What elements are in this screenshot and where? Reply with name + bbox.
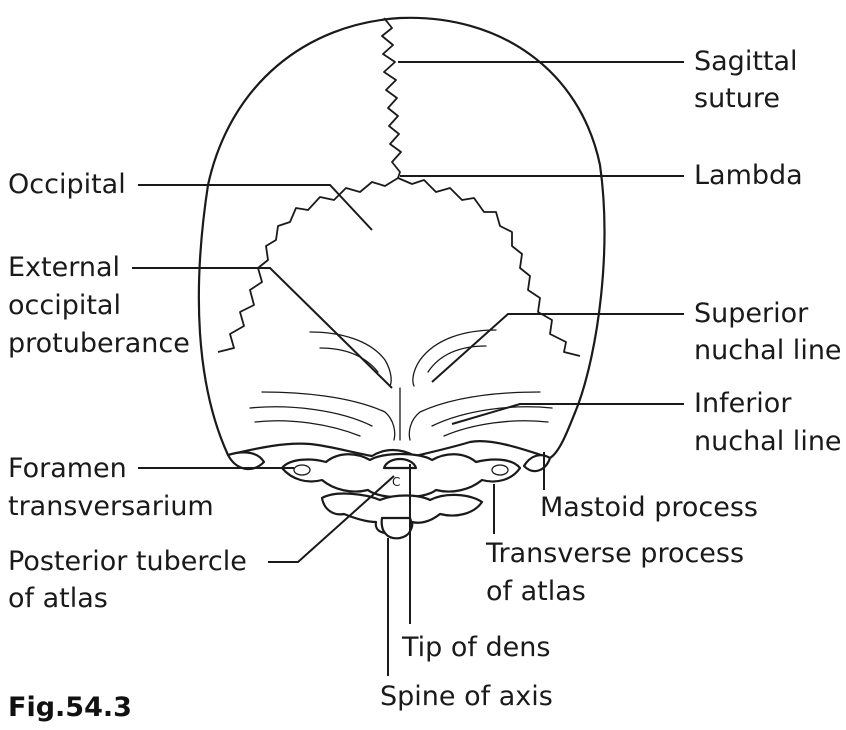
foramen-transversarium-left (293, 464, 311, 476)
label-posterior-tubercle-1: Posterior tubercle (8, 546, 247, 577)
label-superior-nuchal-2: nuchal line (694, 335, 842, 366)
inferior-detail-1 (249, 406, 373, 427)
inferior-detail-3 (254, 420, 361, 437)
leader-superior-nuchal (431, 313, 684, 383)
inferior-detail-4 (443, 420, 549, 437)
nuchal-detail-2 (427, 345, 487, 373)
label-tip-of-dens: Tip of dens (401, 632, 550, 663)
label-foramen-transversarium-2: transversarium (8, 491, 214, 522)
label-occipital: Occipital (8, 169, 126, 200)
inferior-nuchal-line-left (261, 391, 396, 441)
leader-occipital (138, 184, 373, 231)
inferior-nuchal-line-right (408, 391, 541, 441)
superior-nuchal-line-right (412, 329, 497, 387)
small-mark: C (392, 475, 400, 489)
label-inferior-nuchal-1: Inferior (694, 388, 792, 419)
foramen-transversarium-right (491, 464, 509, 476)
sagittal-suture-line (381, 17, 402, 179)
leader-ext-occ-protuberance (132, 267, 393, 389)
label-transverse-process-1: Transverse process (485, 538, 744, 569)
label-foramen-transversarium-1: Foramen (8, 453, 127, 484)
nuchal-detail-1 (319, 347, 379, 373)
dens (382, 457, 418, 470)
label-transverse-process-2: of atlas (486, 576, 586, 607)
skull-outline (197, 16, 606, 460)
label-ext-occ-protuberance-3: protuberance (8, 328, 190, 359)
label-inferior-nuchal-2: nuchal line (694, 426, 842, 457)
label-lambda: Lambda (694, 160, 803, 191)
label-ext-occ-protuberance-1: External (8, 252, 120, 283)
lambdoid-suture-line-right (397, 177, 581, 357)
spine-of-axis-shape (380, 516, 413, 540)
label-sagittal-suture-2: suture (694, 83, 780, 114)
mastoid-left (226, 451, 266, 471)
label-posterior-tubercle-2: of atlas (8, 583, 108, 614)
leader-posterior-tubercle (268, 475, 395, 563)
label-sagittal-suture-1: Sagittal (694, 46, 798, 77)
superior-nuchal-line-left (309, 331, 392, 387)
label-ext-occ-protuberance-2: occipital (8, 290, 121, 321)
mastoid-right (522, 454, 552, 473)
inferior-detail-2 (431, 406, 553, 427)
lambdoid-suture-line (217, 177, 399, 353)
atlas-vertebra (280, 452, 522, 499)
label-superior-nuchal-1: Superior (694, 298, 809, 329)
label-spine-of-axis: Spine of axis (380, 681, 553, 712)
label-mastoid-process: Mastoid process (540, 492, 758, 523)
leader-inferior-nuchal (451, 403, 684, 425)
figure-label: Fig.54.3 (8, 692, 132, 723)
